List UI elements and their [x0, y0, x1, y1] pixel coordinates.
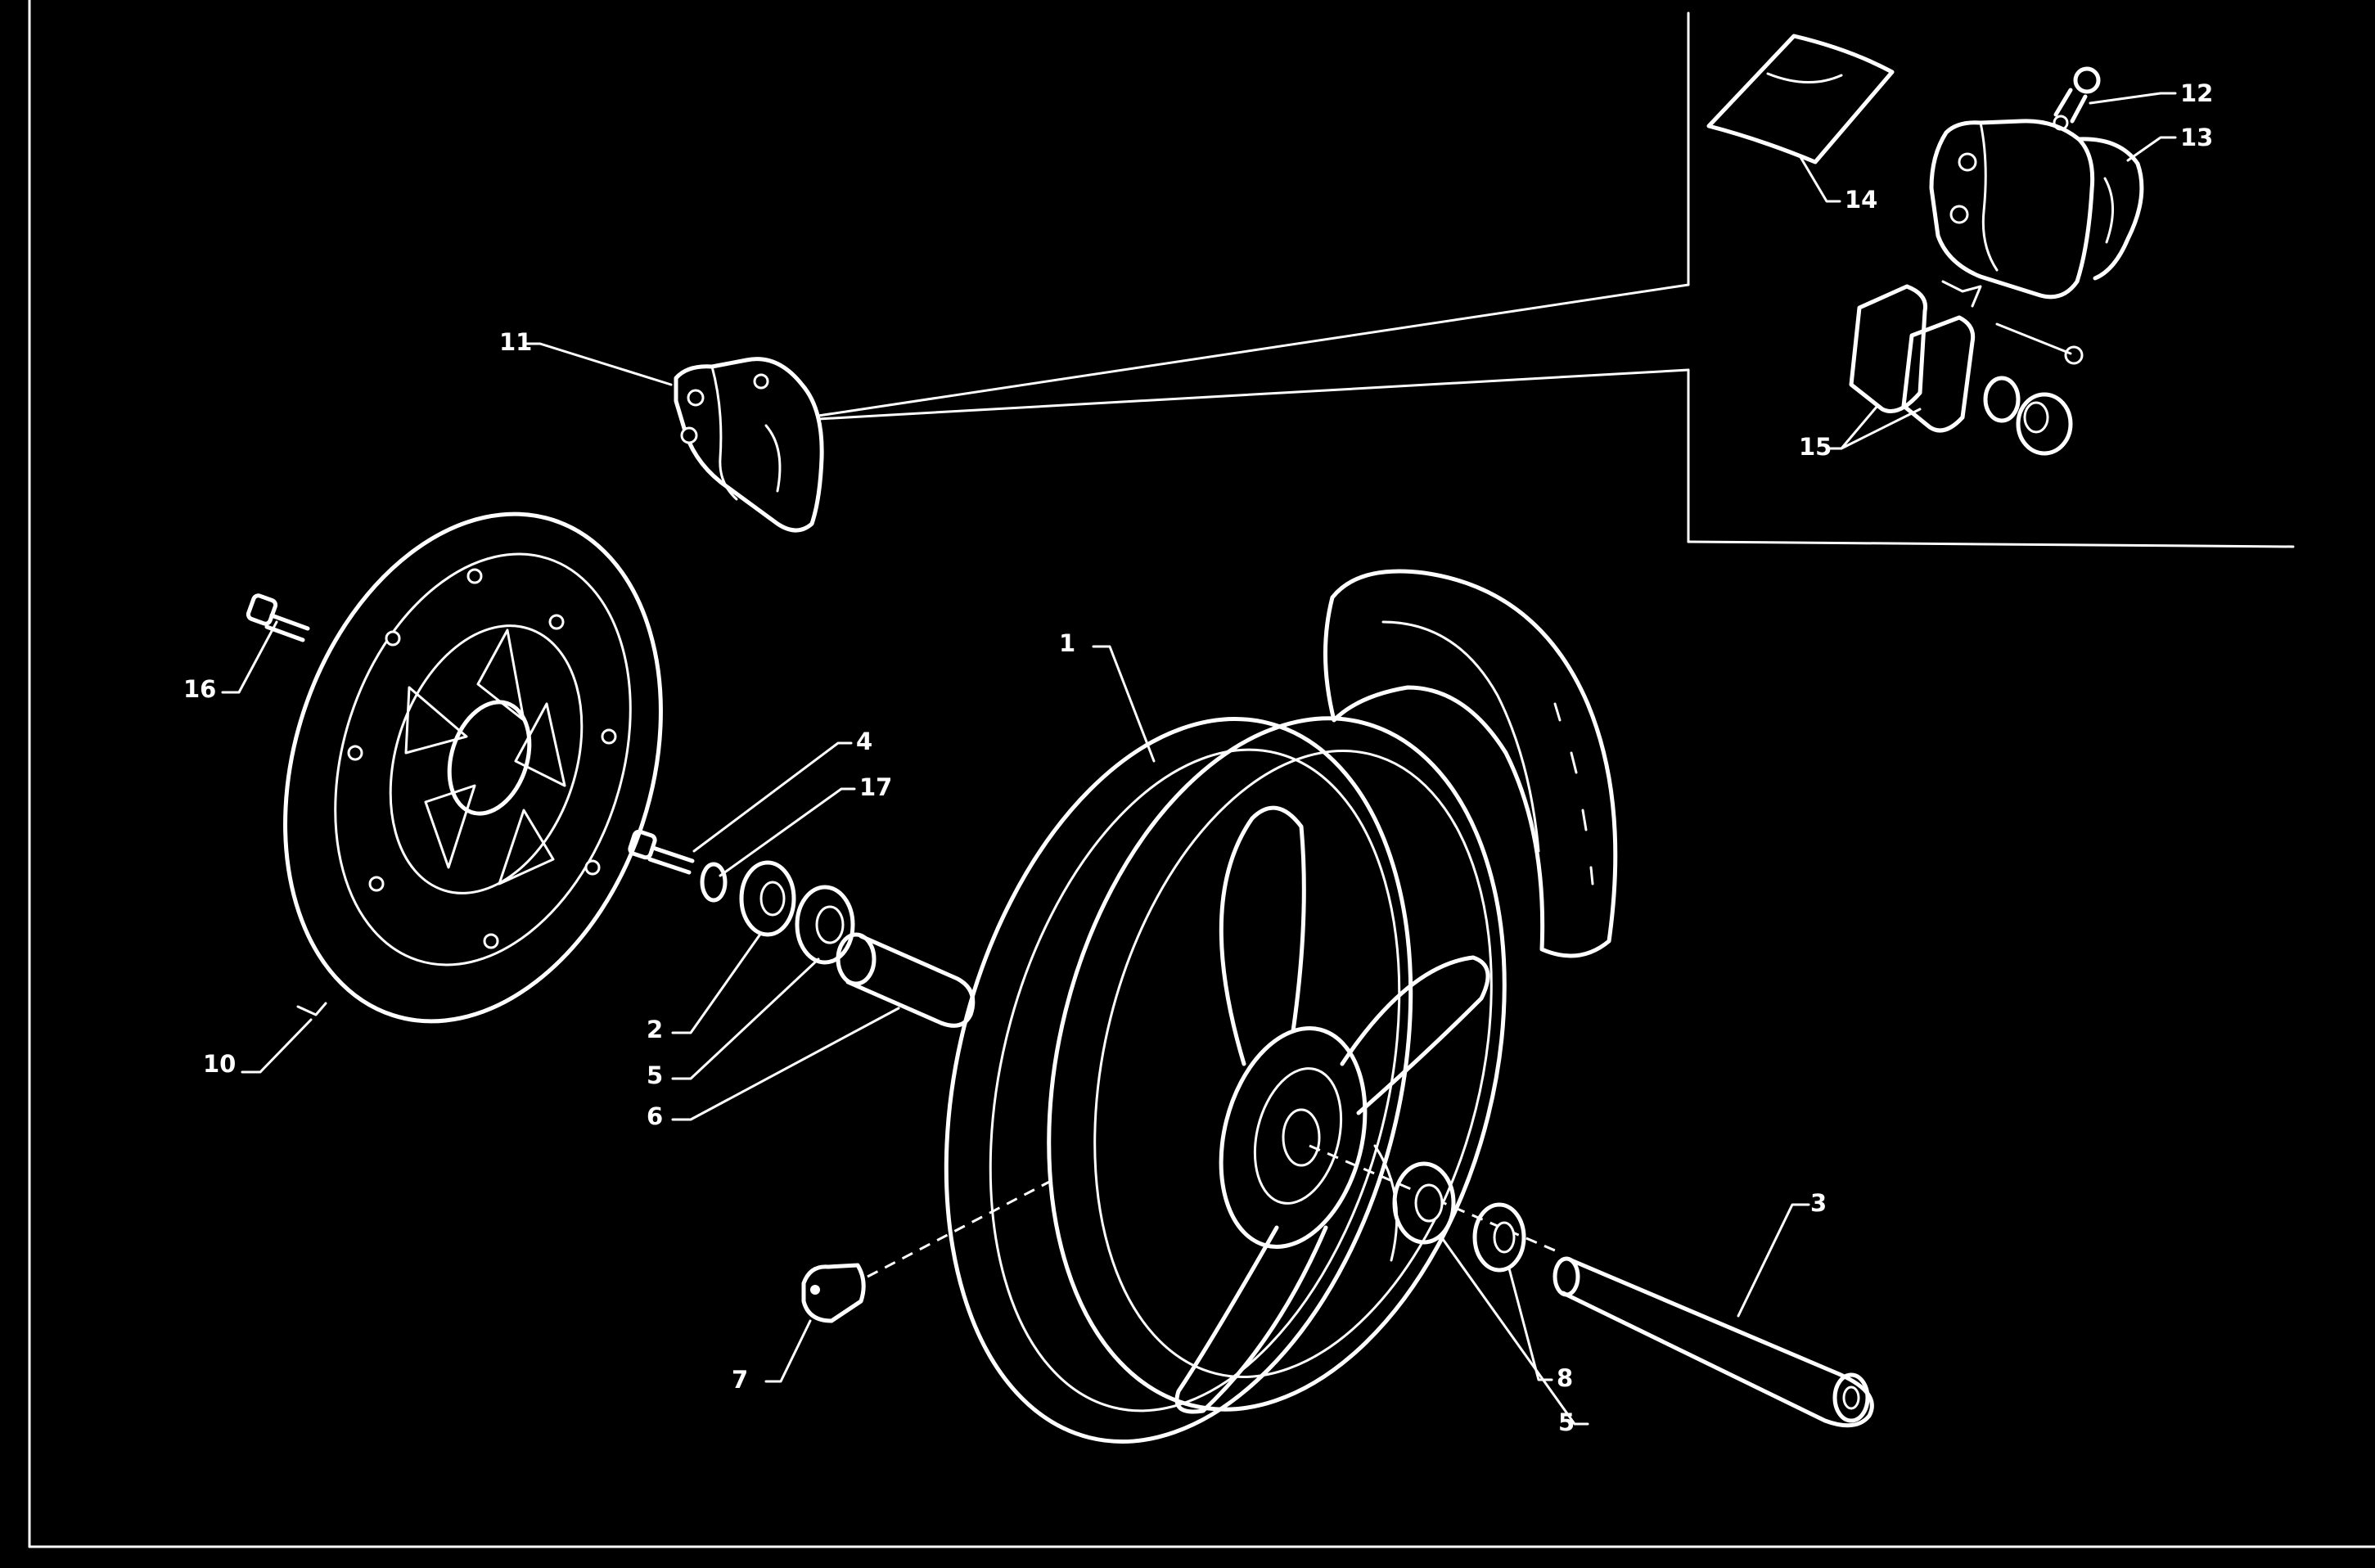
brake-disc-part — [283, 511, 663, 1024]
callout-label: 16 — [183, 675, 216, 703]
wheel-rim-part — [944, 716, 1507, 1444]
screw-washer-parts — [628, 829, 728, 903]
brake-caliper-part — [674, 357, 824, 533]
mudguard-part — [1323, 569, 1618, 958]
axle-assembly-parts — [1309, 1144, 1874, 1428]
callout-label: 8 — [1557, 1364, 1573, 1392]
callout-labels: 1 2 3 4 5 5 6 7 8 10 11 12 13 14 15 16 1… — [183, 79, 2213, 1436]
callout-label: 11 — [499, 328, 532, 356]
callout-label: 15 — [1799, 433, 1832, 461]
brake-pads-part — [1849, 280, 2084, 456]
axle-nut-part — [801, 1177, 1057, 1323]
callout-label: 3 — [1810, 1189, 1827, 1217]
callout-label: 10 — [203, 1050, 236, 1078]
callout-label: 5 — [1558, 1408, 1575, 1436]
callout-label: 7 — [732, 1366, 748, 1394]
callout-label: 14 — [1845, 186, 1877, 214]
leader-lines — [221, 92, 2177, 1426]
callout-label: 17 — [859, 773, 892, 801]
callout-label: 13 — [2180, 124, 2213, 151]
bearing-spacer-parts — [739, 860, 976, 1028]
bleed-screw-part — [2053, 66, 2101, 131]
callout-label: 2 — [647, 1016, 663, 1043]
caliper-detail-inset — [817, 11, 2295, 548]
callout-label: 12 — [2180, 79, 2213, 107]
callout-label: 4 — [856, 728, 872, 755]
disc-bolt-part — [246, 593, 310, 642]
callout-label: 5 — [647, 1061, 663, 1089]
page-frame — [28, 0, 2375, 1548]
detail-caliper-part — [1929, 119, 2144, 300]
callout-label: 6 — [647, 1102, 663, 1130]
callout-label: 1 — [1059, 629, 1075, 657]
pad-spring-part — [1706, 34, 1895, 164]
